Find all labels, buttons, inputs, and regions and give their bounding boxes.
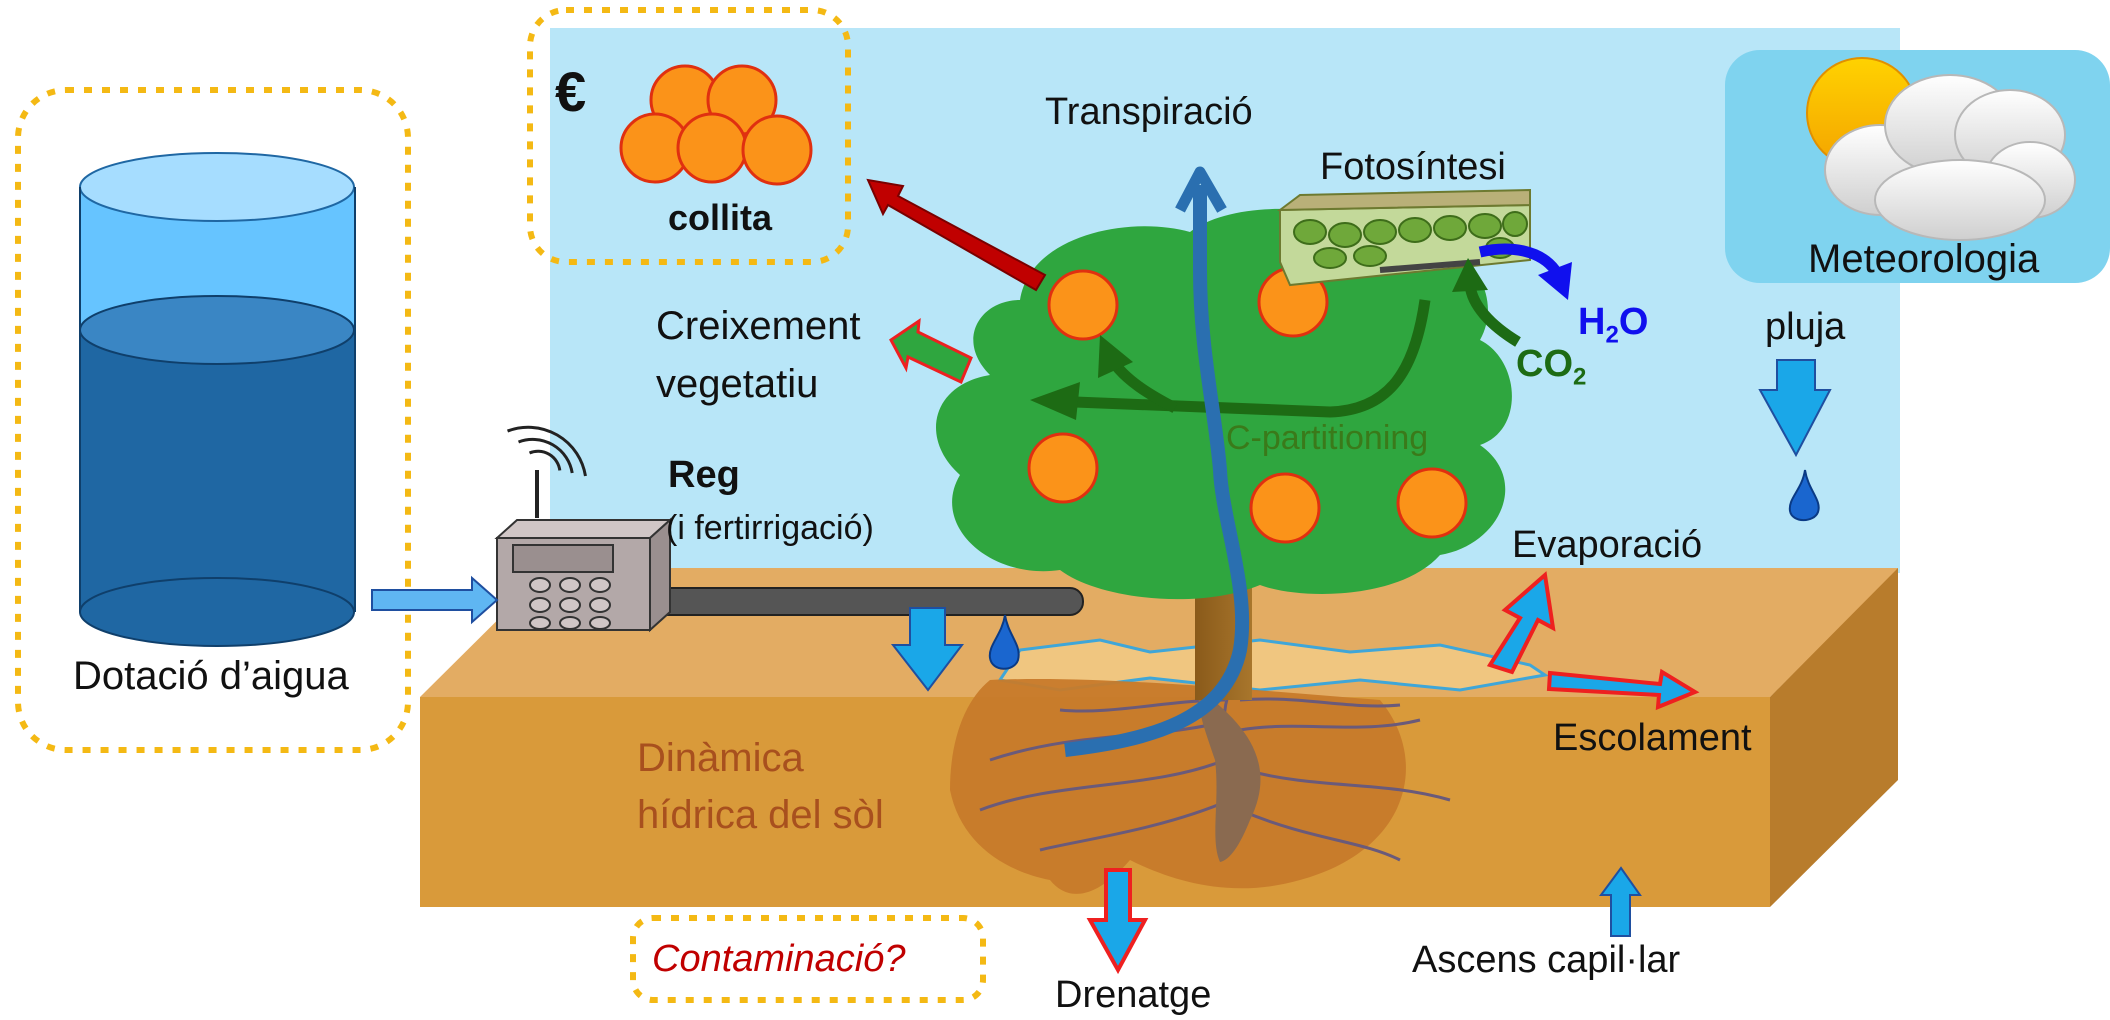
wetted-soil-zone <box>997 638 1549 692</box>
co2-arrowhead <box>1452 258 1488 292</box>
growth-label-line2: vegetatiu <box>656 362 819 406</box>
meteorology-label: Meteorologia <box>1808 237 2040 281</box>
euro-symbol: € <box>555 60 587 123</box>
transpiration-label: Transpiració <box>1045 91 1253 133</box>
fertirrigation-label: (i fertirrigació) <box>666 509 874 547</box>
photosynthesis-label: Fotosíntesi <box>1320 146 1506 188</box>
evaporation-label: Evaporació <box>1512 524 1703 566</box>
supply-arrow <box>371 575 499 625</box>
h2o-tail: O <box>1618 301 1649 343</box>
water-supply-box <box>15 87 411 753</box>
c-partitioning-arrow <box>1074 299 1431 418</box>
h2o-label: H2O <box>1578 300 1648 350</box>
co2-main: CO <box>1516 343 1573 385</box>
drip-drop-icon <box>988 614 1020 670</box>
c-branch-arrowhead <box>1098 335 1133 378</box>
h2o-subscript: 2 <box>1605 321 1619 349</box>
harvest-label: collita <box>668 197 773 238</box>
h2o-arrowhead <box>1538 262 1572 300</box>
h2o-arrow <box>1478 243 1560 274</box>
soil-dynamics-label-line2: hídrica del sòl <box>637 793 884 837</box>
drainage-label: Drenatge <box>1055 974 1212 1016</box>
contamination-box <box>630 915 986 1003</box>
co2-label: CO2 <box>1516 342 1586 392</box>
capillary-rise-arrow <box>1599 866 1642 937</box>
h2o-main: H <box>1578 301 1606 343</box>
irrigation-label: Reg <box>668 454 740 496</box>
cloud-icon <box>1824 74 2076 241</box>
soil-dynamics-label-line1: Dinàmica <box>637 736 804 780</box>
transpiration-flow <box>1064 185 1250 757</box>
drainage-arrow <box>1086 868 1149 975</box>
rain-drop-icon <box>1788 469 1820 522</box>
infiltration-arrow <box>890 607 965 692</box>
c-partitioning-arrowhead <box>1030 382 1080 420</box>
water-supply-label: Dotació d’aigua <box>73 654 349 698</box>
harvest-oranges <box>619 64 813 186</box>
weather-panel <box>1725 50 2110 283</box>
growth-arrow <box>889 317 973 385</box>
root-zone <box>950 679 1406 894</box>
runoff-label: Escolament <box>1553 717 1752 759</box>
rain-label: pluja <box>1765 306 1846 348</box>
taproot <box>1198 690 1261 862</box>
contamination-label: Contaminació? <box>652 938 906 980</box>
capillary-rise-label: Ascens capil·lar <box>1412 939 1681 981</box>
c-partitioning-label: C-partitioning <box>1226 419 1429 457</box>
transpiration-arrowhead <box>1175 166 1227 213</box>
water-tank <box>79 152 356 647</box>
harvest-arrow <box>866 178 1047 292</box>
evaporation-arrow <box>1486 571 1556 675</box>
runoff-arrow <box>1546 668 1700 711</box>
drip-pipe <box>647 587 1084 616</box>
tree-oranges <box>1027 266 1468 544</box>
rain-arrow <box>1758 359 1832 458</box>
irrigation-controller <box>494 425 673 633</box>
growth-label-line1: Creixement <box>656 304 861 348</box>
co2-subscript: 2 <box>1573 363 1587 391</box>
